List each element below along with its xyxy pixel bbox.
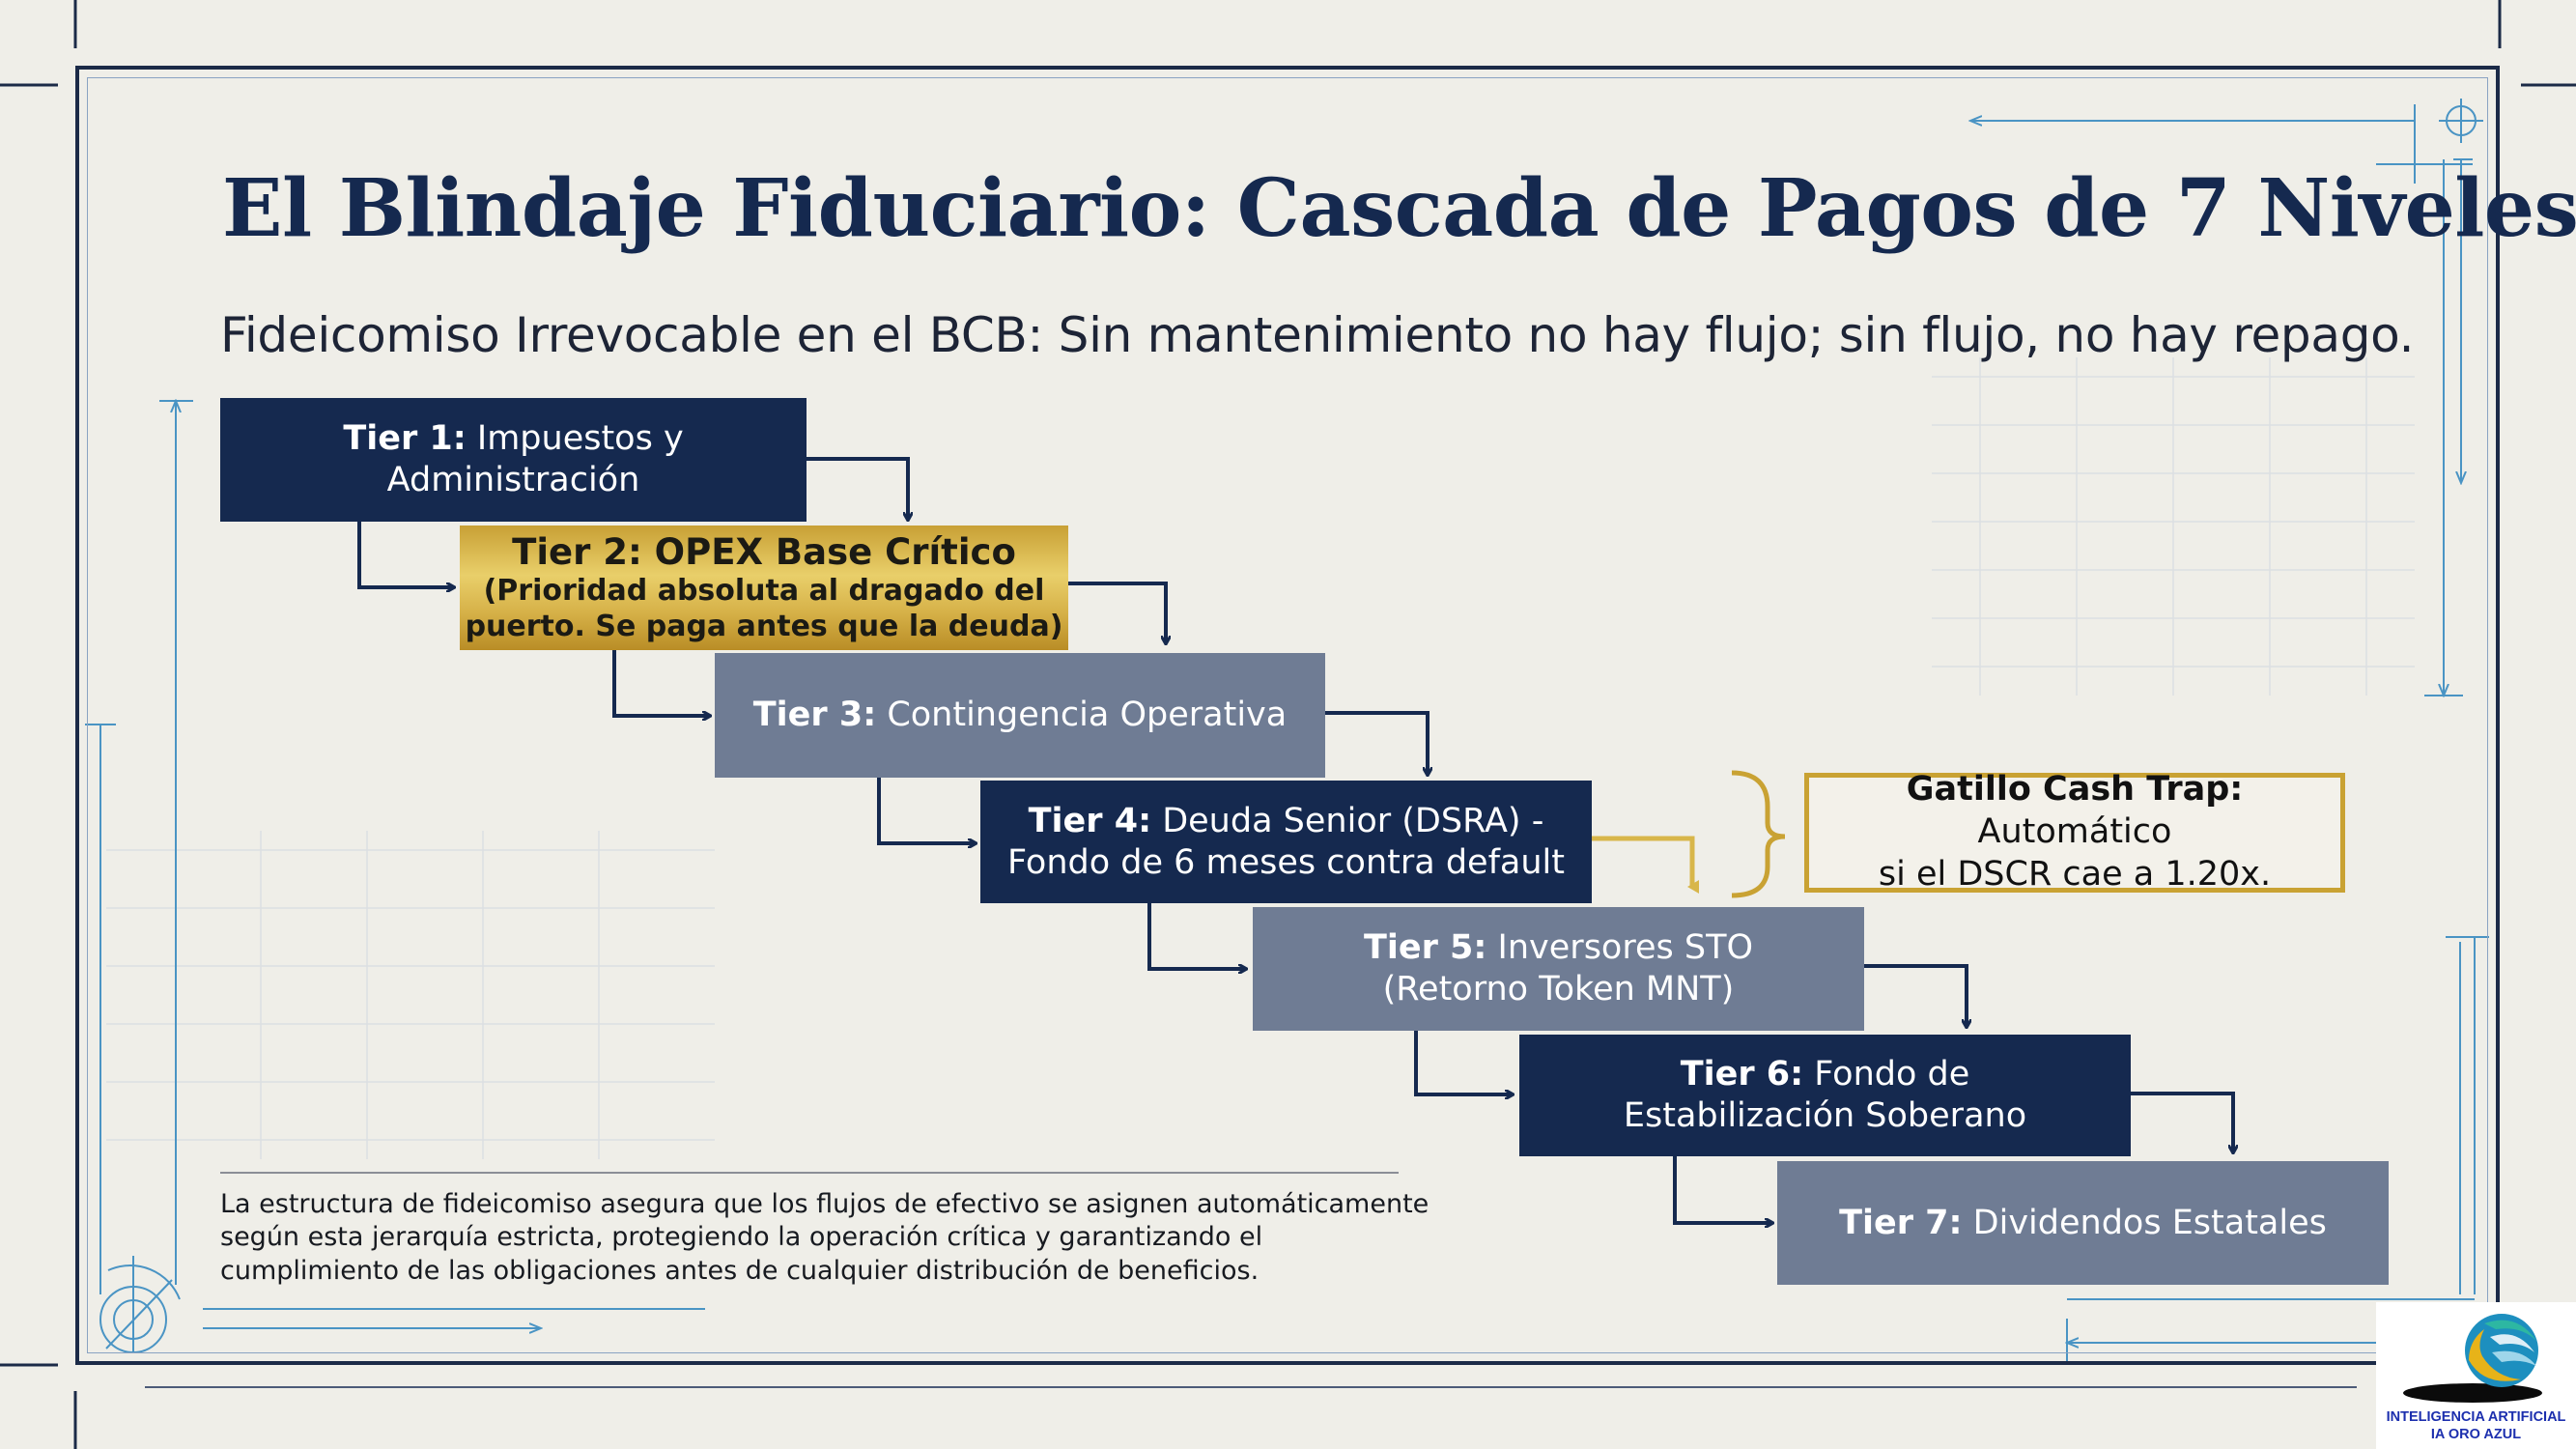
cash-trap-label: Gatillo Cash Trap: bbox=[1906, 770, 2244, 810]
connector-tier5-right bbox=[1864, 964, 1967, 1027]
tier-2-line1: (Prioridad absoluta al dragado del bbox=[483, 574, 1045, 609]
tier-7-label: Tier 7: bbox=[1839, 1203, 1963, 1242]
globe-logo-icon bbox=[2403, 1314, 2542, 1403]
tier-5-line2: (Retorno Token MNT) bbox=[1382, 970, 1735, 1009]
connector-tier1-down bbox=[357, 522, 454, 587]
tier-5-box: Tier 5: Inversores STO (Retorno Token MN… bbox=[1253, 907, 1864, 1031]
tier-3-line1: Contingencia Operativa bbox=[887, 696, 1288, 735]
inner-frame bbox=[87, 77, 2488, 1353]
tier-6-line2: Estabilización Soberano bbox=[1623, 1096, 2027, 1135]
blueprint-grid-left bbox=[106, 831, 715, 1159]
tier-1-line2: Administración bbox=[386, 461, 640, 499]
connector-tier5-down bbox=[1414, 1031, 1513, 1094]
tier-6-line1: Fondo de bbox=[1814, 1055, 1970, 1094]
connector-tier2-right bbox=[1068, 582, 1166, 643]
tier-1-label: Tier 1: bbox=[343, 419, 467, 459]
cascade-connectors bbox=[357, 457, 2233, 1223]
tier-4-line1: Deuda Senior (DSRA) - bbox=[1162, 801, 1544, 840]
logo-line2: IA ORO AZUL bbox=[2430, 1427, 2522, 1442]
connector-tier3-right bbox=[1325, 711, 1428, 775]
connector-tier2-down bbox=[612, 650, 710, 716]
tier-2-line2: puerto. Se paga antes que la deuda) bbox=[465, 610, 1063, 644]
connector-tier6-down bbox=[1673, 1156, 1772, 1223]
tier-2-label: Tier 2: OPEX Base Crítico bbox=[512, 531, 1016, 574]
tier-2-box: Tier 2: OPEX Base Crítico (Prioridad abs… bbox=[460, 526, 1068, 650]
footnote-text: La estructura de fideicomiso asegura que… bbox=[220, 1189, 1430, 1286]
tier-4-box: Tier 4: Deuda Senior (DSRA) - Fondo de 6… bbox=[980, 781, 1592, 903]
tier-1-box: Tier 1: Impuestos y Administración bbox=[220, 398, 807, 522]
blueprint-dimension-lines bbox=[85, 99, 2489, 1362]
page-title: El Blindaje Fiduciario: Cascada de Pagos… bbox=[222, 162, 2576, 255]
brand-logo: INTELIGENCIA ARTIFICIAL IA ORO AZUL bbox=[2376, 1302, 2576, 1449]
connector-tier6-right bbox=[2131, 1092, 2233, 1152]
cash-trap-line2: si el DSCR cae a 1.20x. bbox=[1878, 854, 2272, 894]
page-subtitle: Fideicomiso Irrevocable en el BCB: Sin m… bbox=[220, 307, 2415, 363]
tier-3-label: Tier 3: bbox=[752, 696, 877, 735]
blueprint-grid-right bbox=[1932, 357, 2415, 696]
tier-5-line1: Inversores STO bbox=[1497, 928, 1753, 968]
tier-7-box: Tier 7: Dividendos Estatales bbox=[1777, 1161, 2389, 1285]
connector-tier3-down bbox=[877, 778, 976, 843]
tier-6-box: Tier 6: Fondo de Estabilización Soberano bbox=[1519, 1035, 2131, 1156]
footnote-divider bbox=[220, 1172, 1399, 1174]
tier-3-box: Tier 3: Contingencia Operativa bbox=[715, 653, 1325, 778]
cash-trap-brace bbox=[1731, 770, 1786, 898]
connector-tier1-right bbox=[807, 457, 908, 520]
tier-4-line2: Fondo de 6 meses contra default bbox=[1007, 842, 1565, 882]
tier-6-label: Tier 6: bbox=[1680, 1055, 1804, 1094]
logo-line1: INTELIGENCIA ARTIFICIAL bbox=[2386, 1409, 2566, 1425]
tier-4-label: Tier 4: bbox=[1028, 801, 1152, 840]
cash-trap-connector bbox=[1592, 770, 1786, 898]
cash-trap-callout: Gatillo Cash Trap: Automático si el DSCR… bbox=[1804, 770, 2345, 894]
tier-7-line1: Dividendos Estatales bbox=[1972, 1203, 2327, 1242]
cash-trap-line1: Automático bbox=[1977, 812, 2172, 852]
connector-tier4-down bbox=[1147, 903, 1246, 969]
tier-1-line1: Impuestos y bbox=[476, 419, 684, 459]
outer-frame bbox=[75, 66, 2500, 1365]
tier-5-label: Tier 5: bbox=[1364, 928, 1487, 968]
